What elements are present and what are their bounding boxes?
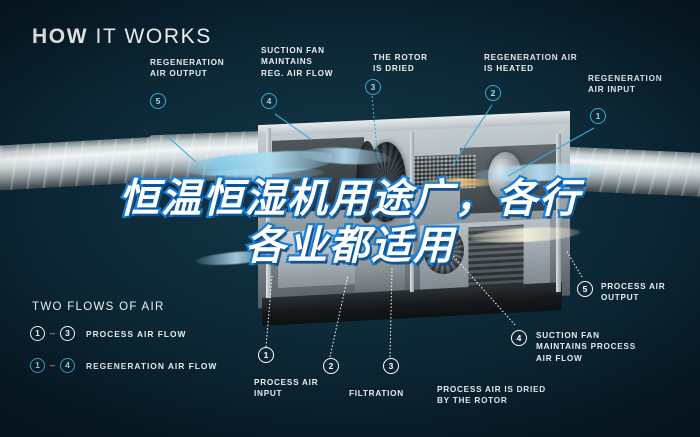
marker-3-rotor-dried[interactable]: 3 [365,79,381,95]
callout-process-air-is-dried: PROCESS AIR IS DRIED BY THE ROTOR [437,385,546,406]
marker-2-filtration[interactable]: 2 [323,358,339,374]
legend-row-process: 1 – 3 PROCESS AIR FLOW [30,326,186,341]
marker-1-process-air-input[interactable]: 1 [258,347,274,363]
legend-marker-1-process[interactable]: 1 [30,326,45,341]
marker-4-suction-fan-process[interactable]: 4 [511,330,527,346]
legend-marker-1-regeneration[interactable]: 1 [30,358,45,373]
callout-the-rotor-is-dried: THE ROTOR IS DRIED [373,53,428,74]
frame-post-mid [410,131,414,293]
legend-title: TWO FLOWS OF AIR [32,301,165,313]
marker-5-regeneration-air-output[interactable]: 5 [150,93,166,109]
lower-left-housing [278,227,356,289]
legend-marker-4-regeneration[interactable]: 4 [60,358,76,373]
callout-regeneration-air-is-heated: REGENERATION AIR IS HEATED [484,53,578,74]
callout-suction-fan-process-air-flow: SUCTION FAN MAINTAINS PROCESS AIR FLOW [536,331,636,363]
title-light: IT WORKS [88,25,212,48]
control-box [355,243,405,293]
legend-dash-process: – [50,328,56,338]
marker-3-process-dried[interactable]: 3 [383,358,399,374]
airflow-ribbon-heated [420,178,498,187]
page-title: HOW IT WORKS [32,25,212,49]
marker-1-regen-input[interactable]: 1 [590,108,606,124]
callout-regeneration-air-input: REGENERATION AIR INPUT [588,74,663,95]
legend-dash-regeneration: – [50,360,56,370]
callout-filtration: FILTRATION [349,389,404,398]
callout-suction-fan-reg-air-flow: SUCTION FAN MAINTAINS REG. AIR FLOW [261,46,334,78]
legend-row-regeneration: 1 – 4 REGENERATION AIR FLOW [30,358,217,373]
marker-2-regen-heated[interactable]: 2 [485,85,501,101]
callout-regeneration-air-output: REGENERATION AIR OUTPUT [150,58,225,79]
legend-label-process: PROCESS AIR FLOW [86,328,187,339]
callout-process-air-input: PROCESS AIR INPUT [254,378,319,399]
legend-marker-3-process[interactable]: 3 [60,326,76,341]
callout-process-air-output: PROCESS AIR OUTPUT [601,282,666,303]
marker-4-suction-fan-reg[interactable]: 4 [261,93,277,109]
frame-post-right [556,133,561,293]
title-bold: HOW [32,25,89,48]
marker-5-process-air-output[interactable]: 5 [577,281,593,297]
legend-label-regeneration: REGENERATION AIR FLOW [86,360,218,371]
